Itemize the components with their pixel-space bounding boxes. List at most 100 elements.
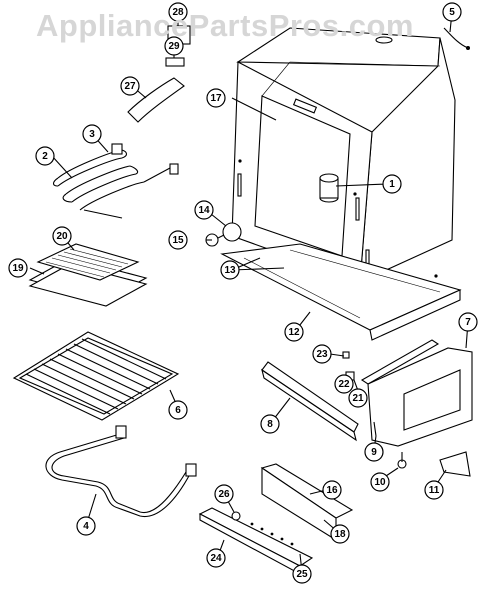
callout-number: 5 — [449, 7, 455, 18]
callout-bubble — [382, 174, 402, 194]
callout-bubble — [120, 76, 140, 96]
callout-number: 18 — [334, 529, 346, 540]
callout-9: 9 — [364, 442, 384, 462]
callout-bubble — [370, 472, 390, 492]
callout-16: 16 — [322, 480, 342, 500]
callout-14: 14 — [194, 200, 214, 220]
oven-rack — [12, 331, 180, 421]
callout-number: 13 — [224, 265, 236, 276]
callout-bubble — [206, 88, 226, 108]
callout-27: 27 — [120, 76, 140, 96]
callout-number: 10 — [374, 477, 386, 488]
callout-24: 24 — [206, 548, 226, 568]
oven-cavity — [231, 27, 456, 283]
callout-number: 6 — [175, 405, 181, 416]
callout-bubble — [312, 344, 332, 364]
callout-bubble — [322, 480, 342, 500]
callout-number: 19 — [12, 263, 24, 274]
callout-bubble — [76, 516, 96, 536]
callout-number: 21 — [352, 393, 364, 404]
callout-4: 4 — [76, 516, 96, 536]
callout-bubble — [260, 414, 280, 434]
callout-bubble — [424, 480, 444, 500]
callout-number: 2 — [42, 151, 48, 162]
callout-bubble — [168, 400, 188, 420]
callout-number: 1 — [389, 179, 395, 190]
callout-bubble — [458, 312, 478, 332]
callout-number: 17 — [210, 93, 222, 104]
drawer-panel — [342, 339, 473, 447]
callout-11: 11 — [424, 480, 444, 500]
callout-19: 19 — [8, 258, 28, 278]
broiler-pan — [28, 243, 148, 307]
vent-panel — [198, 463, 354, 575]
callout-13: 13 — [220, 260, 240, 280]
callout-21: 21 — [348, 388, 368, 408]
callout-bubble — [214, 484, 234, 504]
callout-number: 28 — [172, 7, 184, 18]
callout-bubble — [442, 2, 462, 22]
callout-12: 12 — [284, 322, 304, 342]
callout-26: 26 — [214, 484, 234, 504]
callout-number: 25 — [296, 569, 308, 580]
callout-number: 12 — [288, 327, 300, 338]
bottom-panel — [220, 243, 462, 341]
front-rail — [261, 361, 471, 477]
callout-bubble — [168, 230, 188, 250]
callout-bubble — [330, 524, 350, 544]
callout-bubble — [206, 548, 226, 568]
callout-18: 18 — [330, 524, 350, 544]
callout-1: 1 — [382, 174, 402, 194]
watermark-text: AppliancePartsPros.com — [36, 8, 414, 43]
callout-bubble — [364, 442, 384, 462]
callout-3: 3 — [82, 124, 102, 144]
callout-layer: 1234567891011121314151617181920212223242… — [8, 2, 478, 584]
callout-7: 7 — [458, 312, 478, 332]
callout-bubble — [284, 322, 304, 342]
callout-bubble — [52, 226, 72, 246]
callout-number: 26 — [218, 489, 230, 500]
callout-15: 15 — [168, 230, 188, 250]
bake-element — [45, 425, 197, 518]
callout-number: 11 — [429, 485, 440, 496]
callout-number: 24 — [210, 553, 222, 564]
callout-25: 25 — [292, 564, 312, 584]
callout-29: 29 — [164, 36, 184, 56]
callout-number: 16 — [326, 485, 338, 496]
callout-bubble — [334, 374, 354, 394]
callout-number: 29 — [168, 41, 180, 52]
callout-number: 7 — [465, 317, 471, 328]
callout-bubble — [82, 124, 102, 144]
callout-bubble — [168, 2, 188, 22]
callout-number: 3 — [89, 129, 95, 140]
upper-small-parts — [127, 25, 470, 123]
callout-28: 28 — [168, 2, 188, 22]
callout-number: 23 — [316, 349, 328, 360]
callout-number: 4 — [83, 521, 89, 532]
oven-light — [205, 222, 242, 247]
callout-bubble — [194, 200, 214, 220]
callout-bubble — [164, 36, 184, 56]
callout-number: 20 — [56, 231, 68, 242]
callout-2: 2 — [35, 146, 55, 166]
broil-element — [52, 143, 179, 219]
callout-10: 10 — [370, 472, 390, 492]
callout-bubble — [35, 146, 55, 166]
callout-17: 17 — [206, 88, 226, 108]
callout-bubble — [8, 258, 28, 278]
callout-number: 22 — [338, 379, 350, 390]
callout-number: 27 — [124, 81, 136, 92]
callout-number: 8 — [267, 419, 273, 430]
callout-bubble — [348, 388, 368, 408]
callout-number: 15 — [172, 235, 184, 246]
callout-8: 8 — [260, 414, 280, 434]
callout-22: 22 — [334, 374, 354, 394]
callout-bubble — [220, 260, 240, 280]
callout-5: 5 — [442, 2, 462, 22]
callout-number: 14 — [198, 205, 210, 216]
callout-number: 9 — [371, 447, 377, 458]
callout-6: 6 — [168, 400, 188, 420]
callout-23: 23 — [312, 344, 332, 364]
